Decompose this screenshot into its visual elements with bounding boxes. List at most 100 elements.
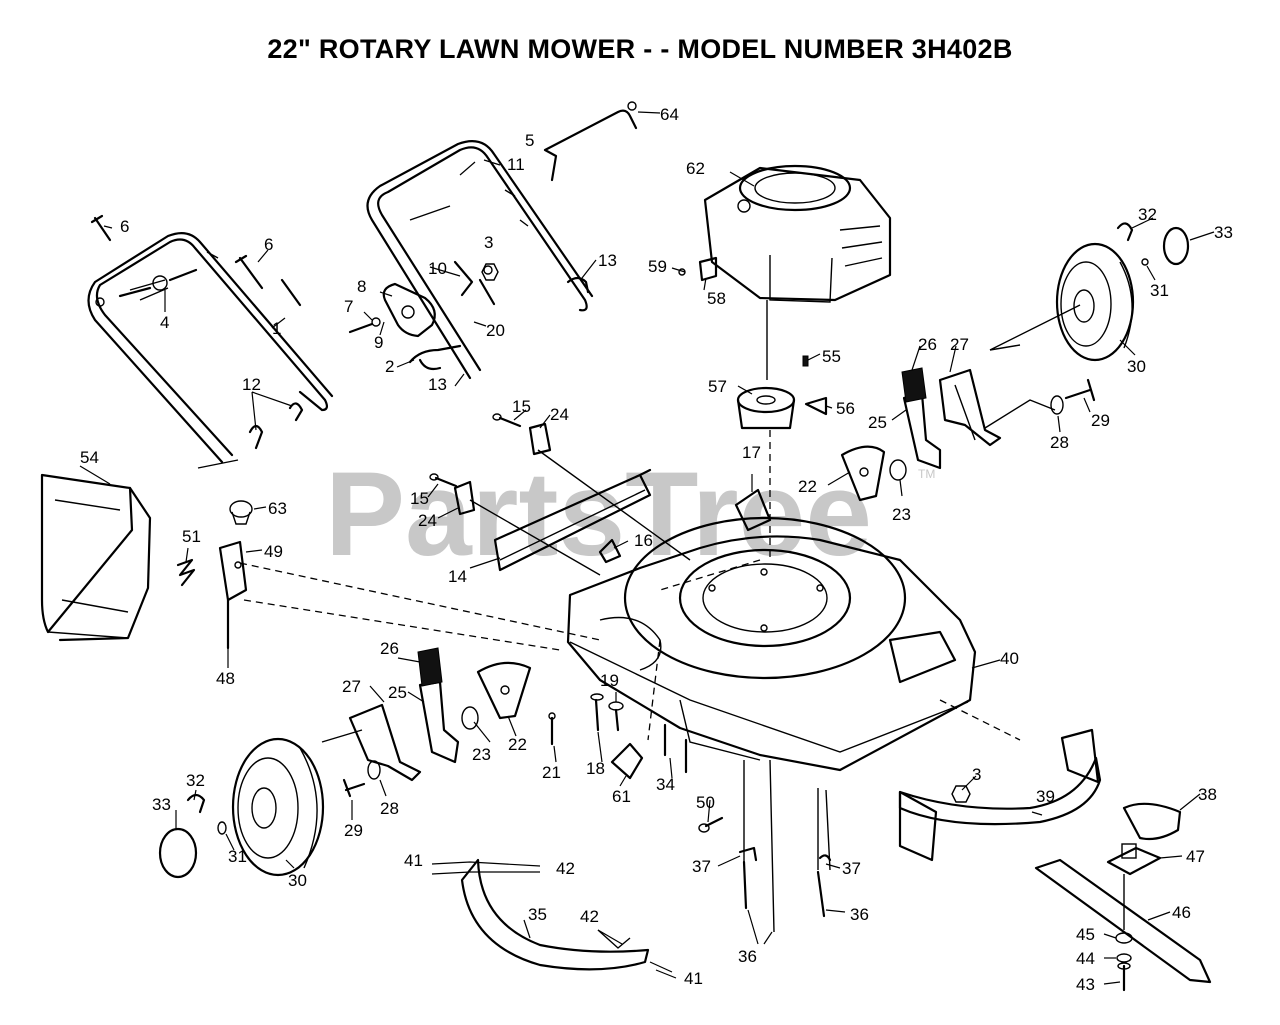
callout-42-right: 42 [580, 907, 599, 926]
callout-10: 10 [428, 259, 447, 278]
bolt-29-right[interactable] [1064, 378, 1096, 402]
callout-63: 63 [268, 499, 287, 518]
callout-22-left: 22 [508, 735, 527, 754]
key-56[interactable] [804, 396, 828, 416]
bolt-21[interactable] [548, 712, 556, 746]
callout-26-left: 26 [380, 639, 399, 658]
hub-cap-33-right[interactable] [1162, 226, 1190, 266]
callout-12: 12 [242, 375, 261, 394]
bolt-6-left[interactable] [90, 214, 112, 242]
bracket-16[interactable] [598, 538, 622, 564]
bolt-36-left[interactable] [742, 860, 748, 910]
bolt-18[interactable] [590, 693, 604, 732]
deflector-38[interactable] [1122, 802, 1182, 841]
lower-handle[interactable] [87, 231, 334, 469]
engine-62[interactable] [703, 164, 892, 303]
latch-10[interactable] [453, 260, 496, 306]
bolt-36-right[interactable] [816, 870, 826, 918]
callout-37-right: 37 [842, 859, 861, 878]
wheel-30-right[interactable] [1055, 242, 1135, 362]
pin-15-lower[interactable] [429, 473, 458, 488]
nut-23-left[interactable] [461, 706, 479, 730]
washer-31-left[interactable] [217, 821, 227, 835]
grip-26-left[interactable] [417, 647, 443, 687]
lever-25-right[interactable] [902, 392, 942, 470]
washer-44[interactable] [1116, 953, 1132, 963]
bolt-43[interactable] [1117, 962, 1131, 992]
rear-skirt-39[interactable] [898, 728, 1102, 862]
knob-63[interactable] [229, 500, 253, 525]
clip-32-left[interactable] [186, 793, 206, 814]
mower-deck-40[interactable] [566, 516, 977, 772]
clip-32-right[interactable] [1116, 222, 1134, 242]
washer-19[interactable] [608, 701, 624, 732]
nut-23-right[interactable] [889, 459, 907, 481]
washer-45[interactable] [1115, 932, 1133, 944]
callout-14: 14 [448, 567, 467, 586]
bolt-7[interactable] [348, 317, 381, 334]
bolt-13-right[interactable] [566, 276, 590, 294]
spring-51[interactable] [176, 558, 196, 587]
hub-cap-33-left[interactable] [158, 827, 198, 879]
blade-46[interactable] [1034, 858, 1212, 984]
spacer-61[interactable] [610, 742, 644, 780]
bracket-58[interactable] [698, 256, 718, 282]
plate-22-left[interactable] [476, 661, 532, 720]
lever-2[interactable] [408, 344, 462, 371]
nut-3-top[interactable] [481, 263, 499, 281]
callout-8: 8 [357, 277, 366, 296]
blade-adapter-47[interactable] [1106, 843, 1162, 876]
callout-23-left: 23 [472, 745, 491, 764]
bolts-41-42 [431, 861, 677, 979]
screw-50[interactable] [698, 816, 724, 833]
key-55[interactable] [802, 355, 809, 367]
callout-41-left: 41 [404, 851, 423, 870]
callout-37-left: 37 [692, 857, 711, 876]
callout-57: 57 [708, 377, 727, 396]
wheel-30-left[interactable] [231, 737, 325, 877]
clip-37-left[interactable] [738, 846, 758, 862]
callout-39: 39 [1036, 787, 1055, 806]
bracket-8[interactable] [382, 282, 436, 338]
pin-15-upper[interactable] [492, 413, 522, 428]
front-skirt-35[interactable] [460, 858, 650, 971]
callout-38: 38 [1198, 785, 1217, 804]
callout-59: 59 [648, 257, 667, 276]
nut-3-lower[interactable] [951, 785, 971, 803]
grip-26-right[interactable] [901, 367, 927, 403]
plate-22-right[interactable] [840, 445, 886, 502]
callout-47: 47 [1186, 847, 1205, 866]
height-adjuster-27-right[interactable] [938, 344, 1056, 447]
callout-55: 55 [822, 347, 841, 366]
callout-23-right: 23 [892, 505, 911, 524]
rear-baffle-14[interactable] [493, 468, 652, 572]
callout-34: 34 [656, 775, 675, 794]
callout-45: 45 [1076, 925, 1095, 944]
bolt-29-left[interactable] [342, 778, 366, 798]
upper-handle[interactable] [366, 140, 594, 380]
knob-4[interactable] [118, 268, 198, 298]
pivot-24-upper[interactable] [528, 422, 552, 456]
hinge-bracket-49[interactable] [218, 540, 248, 650]
clip-37-right[interactable] [818, 854, 832, 862]
grass-bag-54[interactable] [40, 473, 152, 642]
pivot-24-lower[interactable] [453, 480, 476, 516]
lever-25-left[interactable] [418, 680, 460, 764]
height-adjuster-27-left[interactable] [321, 703, 422, 782]
bolt-6-right[interactable] [234, 254, 302, 307]
callout-29-left: 29 [344, 821, 363, 840]
washer-28-left[interactable] [367, 760, 381, 780]
callout-31-left: 31 [228, 847, 247, 866]
blade-adapter-57[interactable] [736, 386, 796, 430]
washer-31-right[interactable] [1141, 258, 1149, 266]
callout-32-right: 32 [1138, 205, 1157, 224]
callout-6-right: 6 [264, 235, 273, 254]
rear-axle-rod [469, 449, 691, 576]
callout-13-right: 13 [598, 251, 617, 270]
control-rod-5[interactable] [543, 101, 638, 182]
bolt-34[interactable] [663, 723, 688, 774]
clip-12[interactable] [248, 402, 304, 450]
callout-61: 61 [612, 787, 631, 806]
washer-28-right[interactable] [1050, 395, 1064, 415]
